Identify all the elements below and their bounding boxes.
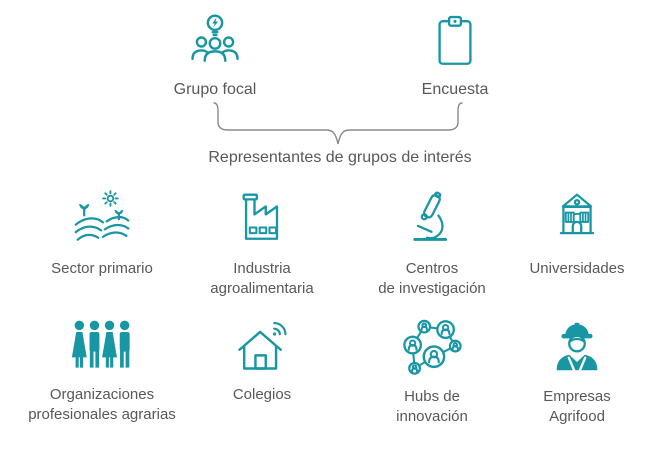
focus-group-idea-icon [185, 10, 245, 72]
survey-clipboard-icon [426, 10, 484, 72]
brace-caption: Representantes de grupos de interés [208, 149, 472, 166]
stakeholder-label: Centros de investigación [378, 260, 486, 297]
method-label: Grupo focal [173, 81, 257, 98]
factory-icon [232, 188, 292, 250]
stakeholder-centros-de-investigacion: Centros de investigación [354, 188, 510, 299]
stakeholder-industria-agroalimentaria: Industria agroalimentaria [188, 188, 336, 299]
people-group-icon [69, 314, 135, 376]
agrifood-worker-icon [546, 314, 608, 378]
farm-field-icon [71, 188, 133, 250]
stakeholder-hubs-de-innovacion: Hubs de innovación [354, 314, 510, 427]
brace-connector [213, 102, 463, 145]
stakeholder-label: Hubs de innovación [396, 388, 468, 425]
stakeholder-label: Colegios [232, 386, 292, 403]
innovation-network-icon [400, 314, 464, 378]
microscope-icon [403, 188, 461, 250]
stakeholder-label: Organizaciones profesionales agrarias [28, 386, 176, 423]
school-house-icon [231, 314, 293, 376]
stakeholder-organizaciones-profesionales-agrarias: Organizaciones profesionales agrarias [12, 314, 192, 425]
method-grupo-focal: Grupo focal [153, 10, 277, 100]
stakeholder-colegios: Colegios [188, 314, 336, 405]
stakeholder-label: Universidades [529, 260, 625, 277]
stakeholder-empresas-agrifood: Empresas Agrifood [498, 314, 656, 427]
stakeholder-universidades: Universidades [498, 188, 656, 279]
university-building-icon [547, 188, 607, 250]
method-label: Encuesta [421, 81, 489, 98]
method-encuesta: Encuesta [393, 10, 517, 100]
stakeholder-label: Empresas Agrifood [543, 388, 611, 425]
stakeholder-label: Industria agroalimentaria [210, 260, 314, 297]
stakeholder-sector-primario: Sector primario [20, 188, 184, 279]
stakeholder-label: Sector primario [51, 260, 153, 277]
